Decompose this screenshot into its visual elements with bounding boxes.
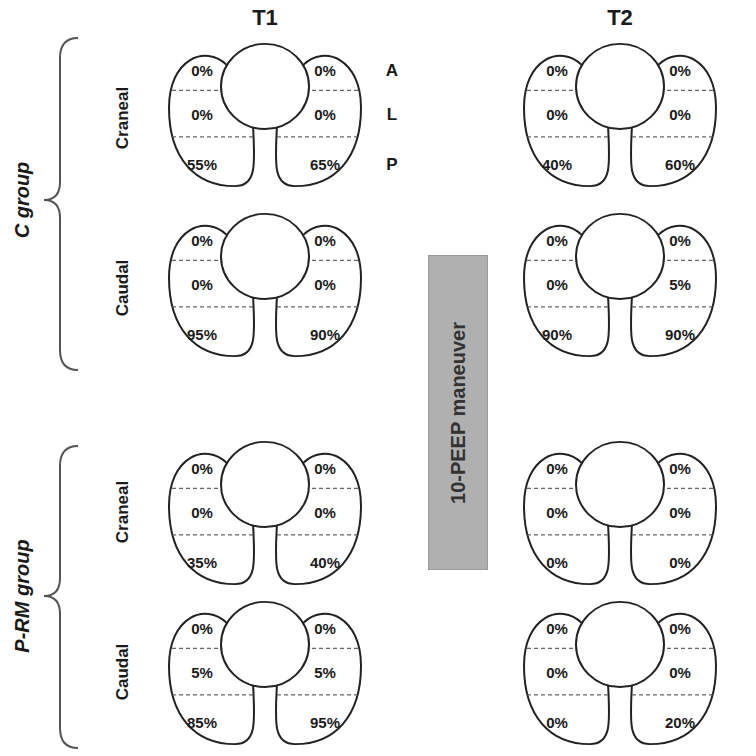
percentage-value: 90% <box>665 327 695 342</box>
percentage-value: 90% <box>310 327 340 342</box>
lung-section: 0% 0% 0% 0% 40% 60% <box>520 40 720 190</box>
lung-section: 0% 0% 0% 5% 90% 90% <box>520 210 720 360</box>
percentage-value: 0% <box>546 461 568 476</box>
zone-letter: A <box>386 62 398 79</box>
percentage-value: 60% <box>665 157 695 172</box>
mediastinum <box>221 214 309 299</box>
percentage-value: 0% <box>191 505 213 520</box>
percentage-value: 0% <box>314 505 336 520</box>
mediastinum <box>576 442 664 527</box>
mediastinum <box>576 44 664 129</box>
mediastinum <box>576 602 664 687</box>
column-header: T1 <box>252 7 278 29</box>
percentage-value: 0% <box>669 233 691 248</box>
maneuver-label: 10-PEEP maneuver <box>448 322 468 504</box>
region-label: Craneal <box>114 481 131 543</box>
lung-section: 0% 0% 0% 0% 95% 90% <box>165 210 365 360</box>
percentage-value: 0% <box>546 665 568 680</box>
percentage-value: 0% <box>669 555 691 570</box>
zone-divider <box>165 306 365 307</box>
percentage-value: 5% <box>669 277 691 292</box>
zone-letter: P <box>386 156 397 173</box>
percentage-value: 5% <box>314 665 336 680</box>
lung-section: 0% 0% 0% 0% 55% 65% <box>165 40 365 190</box>
lung-section: 0% 0% 0% 0% 35% 40% <box>165 438 365 588</box>
zone-divider <box>165 136 365 137</box>
percentage-value: 0% <box>546 63 568 78</box>
percentage-value: 0% <box>314 277 336 292</box>
mediastinum <box>576 214 664 299</box>
percentage-value: 95% <box>187 327 217 342</box>
percentage-value: 65% <box>310 157 340 172</box>
percentage-value: 0% <box>191 233 213 248</box>
percentage-value: 40% <box>542 157 572 172</box>
percentage-value: 0% <box>669 107 691 122</box>
percentage-value: 0% <box>191 461 213 476</box>
percentage-value: 35% <box>187 555 217 570</box>
zone-divider <box>520 694 720 695</box>
group-label: P-RM group <box>12 539 32 652</box>
bracket <box>44 446 78 748</box>
mediastinum <box>221 602 309 687</box>
percentage-value: 0% <box>546 555 568 570</box>
lung-section: 0% 0% 5% 5% 85% 95% <box>165 598 365 748</box>
percentage-value: 0% <box>546 621 568 636</box>
percentage-value: 0% <box>546 277 568 292</box>
percentage-value: 5% <box>191 665 213 680</box>
percentage-value: 20% <box>665 715 695 730</box>
maneuver-box: 10-PEEP maneuver <box>428 255 488 570</box>
zone-divider <box>520 534 720 535</box>
percentage-value: 0% <box>314 107 336 122</box>
region-label: Caudal <box>114 260 131 317</box>
percentage-value: 0% <box>191 621 213 636</box>
bracket <box>44 38 78 370</box>
zone-divider <box>165 534 365 535</box>
mediastinum <box>221 44 309 129</box>
group-label: C group <box>12 162 32 239</box>
percentage-value: 0% <box>314 233 336 248</box>
percentage-value: 0% <box>314 63 336 78</box>
percentage-value: 0% <box>546 715 568 730</box>
region-label: Craneal <box>114 87 131 149</box>
zone-divider <box>165 694 365 695</box>
percentage-value: 0% <box>314 461 336 476</box>
mediastinum <box>221 442 309 527</box>
zone-divider <box>520 136 720 137</box>
percentage-value: 0% <box>191 107 213 122</box>
percentage-value: 0% <box>546 233 568 248</box>
zone-letter: L <box>387 106 397 123</box>
region-label: Caudal <box>114 644 131 701</box>
percentage-value: 0% <box>669 63 691 78</box>
column-header: T2 <box>607 7 633 29</box>
percentage-value: 0% <box>669 621 691 636</box>
percentage-value: 0% <box>314 621 336 636</box>
percentage-value: 0% <box>669 505 691 520</box>
percentage-value: 0% <box>546 107 568 122</box>
percentage-value: 0% <box>191 277 213 292</box>
percentage-value: 0% <box>669 461 691 476</box>
percentage-value: 0% <box>191 63 213 78</box>
percentage-value: 90% <box>542 327 572 342</box>
lung-section: 0% 0% 0% 0% 0% 20% <box>520 598 720 748</box>
percentage-value: 0% <box>669 665 691 680</box>
percentage-value: 55% <box>187 157 217 172</box>
zone-divider <box>520 306 720 307</box>
percentage-value: 95% <box>310 715 340 730</box>
lung-section: 0% 0% 0% 0% 0% 0% <box>520 438 720 588</box>
percentage-value: 85% <box>187 715 217 730</box>
percentage-value: 0% <box>546 505 568 520</box>
percentage-value: 40% <box>310 555 340 570</box>
